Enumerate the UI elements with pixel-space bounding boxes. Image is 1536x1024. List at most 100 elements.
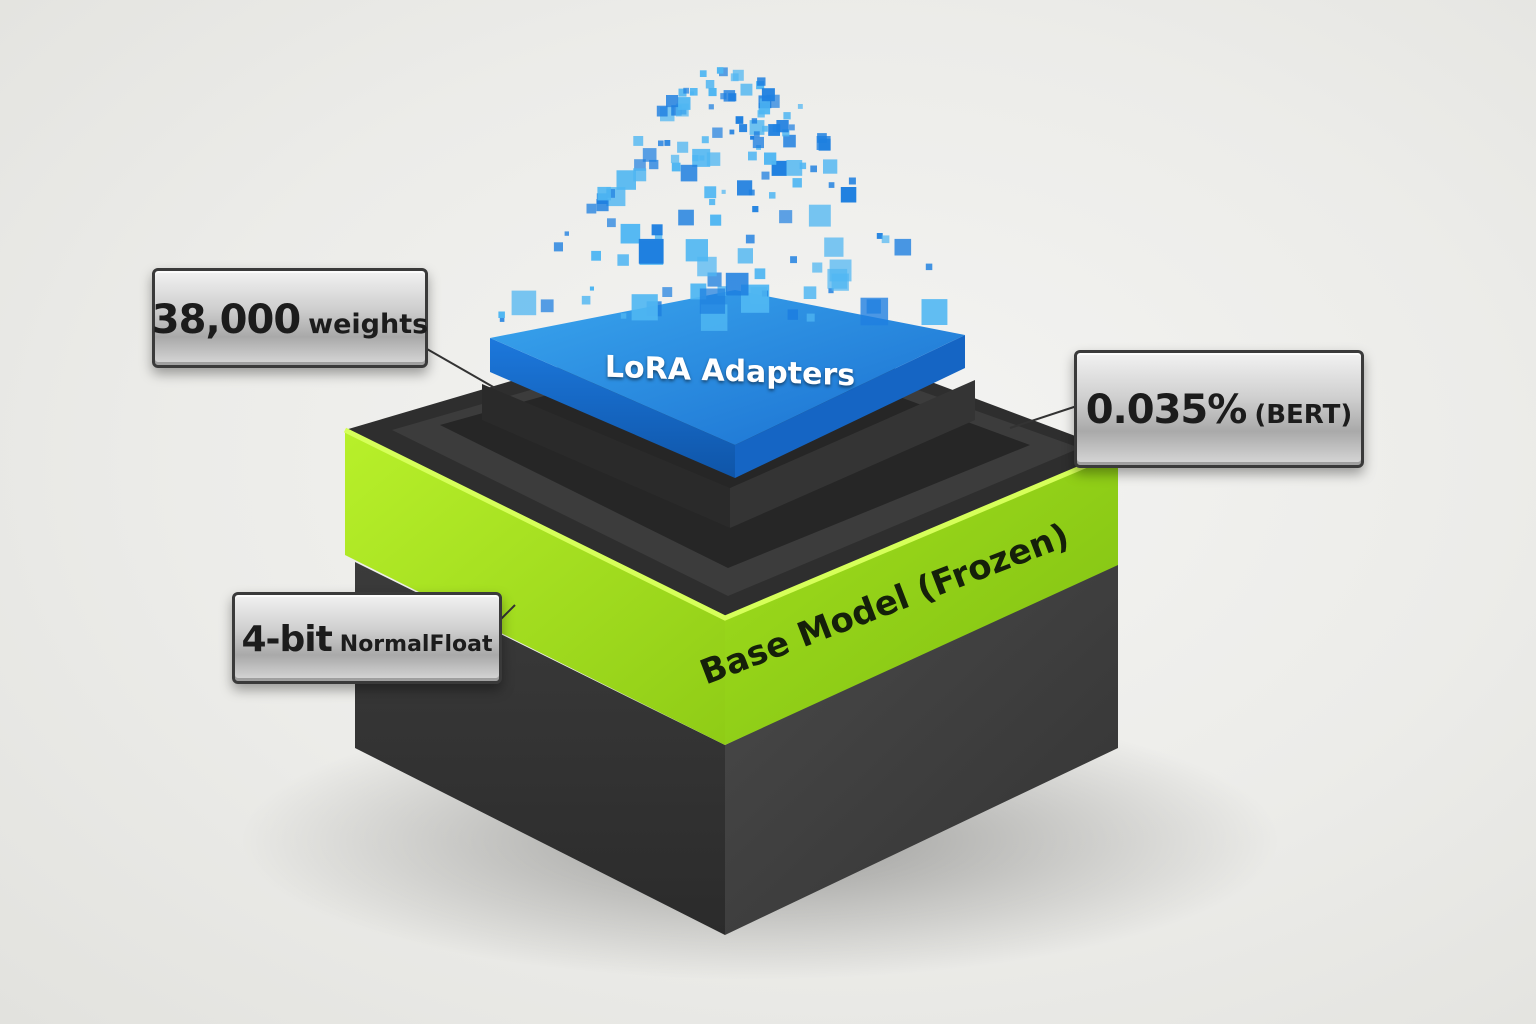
leader-percent [1009,404,1081,429]
adapter-particle [634,159,646,171]
adapter-particle [787,309,798,320]
adapter-particle [699,70,707,77]
adapter-particle [894,238,912,256]
adapter-particle [666,95,679,108]
adapter-particle [729,129,735,135]
adapter-slab-left-face [490,338,735,478]
adapter-particle [751,118,758,124]
callout-percent-unit: (BERT) [1254,400,1353,430]
adapter-particle [828,182,835,188]
adapter-particle [754,268,766,280]
callout-weights: 38,000 weights [152,268,428,368]
adapter-particle [692,148,711,167]
adapter-particle [689,91,694,96]
adapter-particle [704,186,717,199]
adapter-particle [730,73,739,82]
adapter-particle [750,287,768,304]
adapter-particle [740,83,753,96]
adapter-particle [708,88,717,97]
base-layer-left-face [345,430,725,745]
adapter-particle [586,203,597,214]
adapter-particle [671,162,681,172]
adapter-particle [697,256,717,277]
adapter-particle [783,112,791,120]
adapter-particle [779,210,793,224]
adapter-particle [721,189,726,194]
adapter-particle [656,105,668,117]
adapter-particle [786,160,803,176]
callout-weights-unit: weights [308,309,429,340]
adapter-particle [790,256,797,264]
adapter-particle [617,254,629,266]
adapter-particle [806,313,815,322]
adapter-particle [840,187,857,203]
adapter-particle [607,218,616,228]
adapter-particle [651,224,663,236]
adapter-particle [662,287,673,297]
adapter-particle [823,159,838,174]
adapter-particle [797,104,803,109]
adapter-particle [708,104,714,110]
base-layer-edge-glow [343,427,1119,621]
adapter-particle [725,272,749,296]
adapter-particle [792,178,802,188]
adapter-particle [620,223,641,244]
callout-weights-value: 38,000 [151,297,301,343]
adapter-particle [810,165,817,173]
adapter-particle [739,124,748,133]
adapter-particle [631,294,658,321]
adapter-particle [769,192,776,199]
adapter-particle [750,135,755,140]
adapter-slab-right-face [735,335,965,478]
callout-percent: 0.035% (BERT) [1074,350,1364,468]
adapter-particle [553,242,563,252]
adapter-particle [633,168,647,182]
adapter-particle [748,151,757,161]
adapter-particle [638,238,664,264]
adapter-particle [620,313,627,319]
leader-weights [419,344,496,389]
adapter-particle [658,140,664,147]
adapter-particle [735,116,744,124]
adapter-particle [829,259,852,282]
adapter-particle [683,87,690,94]
adapter-particle [860,297,889,326]
adapter-particle [710,214,722,226]
adapter-particle [762,125,768,132]
adapter-particle [817,133,827,143]
adapter-particle [540,299,554,313]
adapter-particle [670,154,680,164]
adapter-particle [764,152,777,165]
adapter-particle [745,234,755,244]
adapter-particle [564,231,569,236]
adapter-particle [752,206,759,213]
adapter-particle [788,124,795,131]
adapter-particle [685,239,708,262]
adapter-particle [812,262,823,273]
adapter-particle [749,120,765,135]
concrete-base-right-face [725,560,1118,935]
adapter-particles [498,67,948,331]
adapter-particle [723,90,736,102]
adapter-particle [699,288,726,314]
adapter-particle [737,180,753,196]
adapter-particle [589,286,594,291]
adapter-particle [828,288,834,294]
adapter-particle [499,317,505,322]
adapter-particle [783,134,796,148]
adapter-particle [761,88,775,102]
adapter-particle [591,250,601,261]
adapter-particle [824,237,844,257]
adapter-particle [757,77,766,86]
adapter-particle [596,199,609,212]
adapter-particle [705,80,715,89]
adapter-particle [511,290,537,316]
adapter-particle [759,98,770,109]
adapter-particle [677,141,689,153]
adapter-particle [876,233,883,239]
callout-percent-value: 0.035% [1085,387,1248,433]
adapter-particle [712,127,723,138]
callout-quantization: 4-bit NormalFloat [232,592,502,684]
